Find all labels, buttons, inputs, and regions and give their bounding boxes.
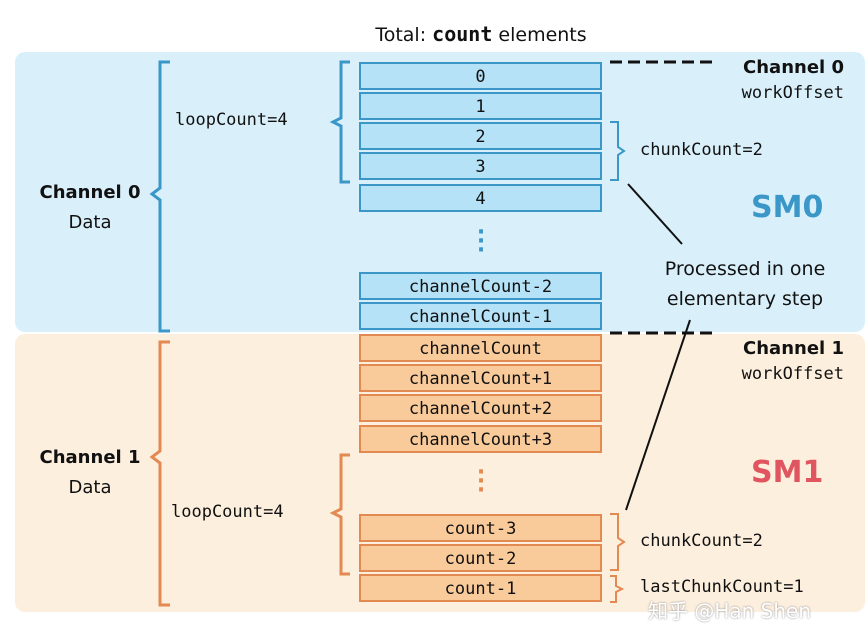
channel1-cell-channelcount-plus-3: channelCount+3 — [359, 425, 602, 453]
channel0-workoffset-label: Channel 0 workOffset — [644, 55, 844, 106]
step-note-line2: elementary step — [666, 288, 824, 310]
channel1-cell-count-minus-1: count-1 — [359, 574, 602, 602]
channel1-offset-sub: workOffset — [741, 364, 844, 384]
sm1-label: SM1 — [751, 455, 824, 490]
total-count-title: Total: count elements — [0, 22, 868, 46]
channel1-chunk-brace — [610, 513, 626, 571]
channel0-offset-sub: workOffset — [741, 83, 844, 103]
channel0-cell-count-minus-1: channelCount-1 — [359, 302, 602, 330]
channel0-cell-3: 3 — [359, 152, 602, 180]
channel1-data-label: Channel 1 Data — [30, 443, 150, 503]
pointer-line-channel1 — [625, 319, 691, 511]
channel1-cell-channelcount-plus-2: channelCount+2 — [359, 394, 602, 422]
channel0-cell-1: 1 — [359, 92, 602, 120]
channel1-side-sub: Data — [68, 477, 112, 498]
channel0-data-brace — [149, 60, 170, 333]
channel1-loopcount-label: loopCount=4 — [171, 502, 284, 522]
channel0-loopcount-label: loopCount=4 — [175, 110, 288, 130]
channel0-data-label: Channel 0 Data — [30, 178, 150, 238]
channel0-side-name: Channel 0 — [39, 182, 141, 203]
pointer-line-channel0 — [627, 183, 683, 245]
channel1-ellipsis: ··· — [476, 460, 486, 503]
channel1-workoffset-label: Channel 1 workOffset — [644, 336, 844, 387]
channel1-chunkcount-label: chunkCount=2 — [640, 531, 763, 551]
channel0-cell-0: 0 — [359, 62, 602, 90]
title-suffix: elements — [492, 24, 587, 46]
channel1-cell-count-minus-2: count-2 — [359, 544, 602, 572]
channel1-offset-name: Channel 1 — [743, 338, 844, 359]
channel0-loop-brace — [329, 60, 350, 184]
watermark-text: 知乎 @Han Shen — [648, 599, 812, 623]
elementary-step-note: Processed in one elementary step — [635, 254, 855, 314]
channel1-side-name: Channel 1 — [39, 447, 141, 468]
channel1-cell-channelcount: channelCount — [359, 334, 602, 362]
channel1-cell-channelcount-plus-1: channelCount+1 — [359, 364, 602, 392]
channel0-cell-4: 4 — [359, 184, 602, 212]
channel0-chunkcount-label: chunkCount=2 — [640, 140, 763, 160]
title-prefix: Total: — [375, 24, 433, 46]
channel0-chunk-brace — [610, 121, 626, 181]
sm0-label: SM0 — [751, 190, 824, 225]
channel1-data-brace — [149, 340, 170, 607]
channel1-lastchunkcount-label: lastChunkCount=1 — [640, 577, 804, 597]
step-note-line1: Processed in one — [664, 258, 826, 280]
channel0-ellipsis: ··· — [476, 220, 486, 263]
channel0-cell-count-minus-2: channelCount-2 — [359, 272, 602, 300]
channel1-loop-brace — [329, 453, 350, 576]
channel0-offset-name: Channel 0 — [743, 57, 844, 78]
channel1-cell-count-minus-3: count-3 — [359, 514, 602, 542]
channel1-lastchunk-brace — [610, 575, 625, 603]
channel0-cell-2: 2 — [359, 122, 602, 150]
title-count-keyword: count — [432, 22, 493, 46]
channel0-side-sub: Data — [68, 212, 112, 233]
